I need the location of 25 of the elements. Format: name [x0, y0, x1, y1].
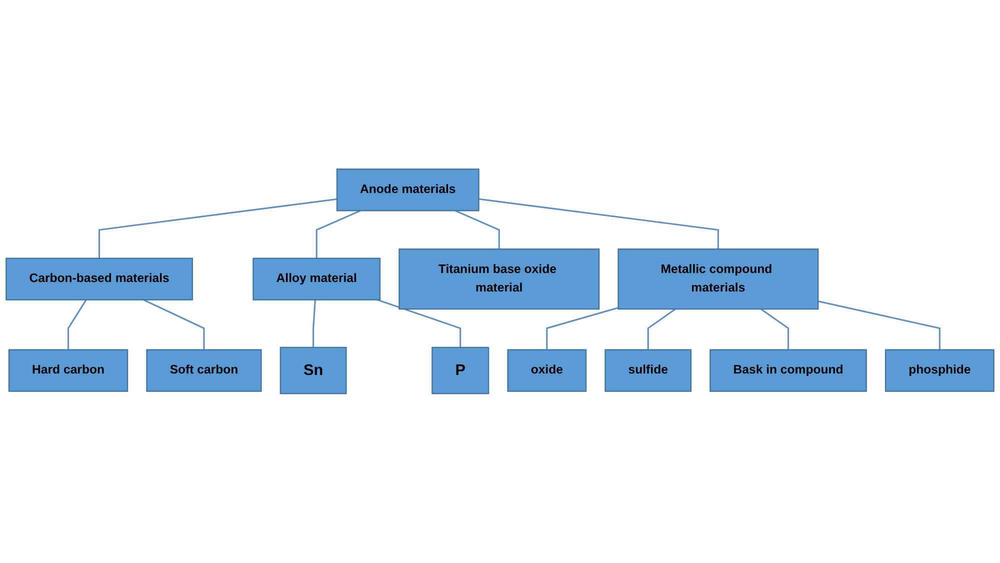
- node-box: oxide: [507, 349, 587, 392]
- connector: [98, 198, 338, 258]
- node-box: phosphide: [884, 349, 994, 392]
- node-box: Soft carbon: [146, 349, 262, 392]
- node-box: Alloy material: [252, 258, 381, 301]
- node-box: Hard carbon: [8, 349, 128, 392]
- connector: [316, 210, 361, 258]
- connector: [377, 299, 462, 348]
- connector: [647, 308, 676, 350]
- connector: [68, 300, 87, 350]
- node-box: Titanium base oxide material: [398, 248, 600, 310]
- connector: [143, 299, 205, 350]
- connector: [312, 300, 316, 348]
- node-box: Bask in compound: [710, 349, 867, 392]
- connector: [818, 300, 940, 350]
- connector: [478, 198, 719, 250]
- node-box: Metallic compound materials: [618, 248, 819, 310]
- node-box: Sn: [280, 347, 347, 394]
- connector: [760, 308, 790, 350]
- node-box: sulfide: [604, 349, 692, 392]
- node-box: P: [432, 347, 490, 394]
- node-box: Carbon-based materials: [6, 258, 193, 301]
- connector: [546, 307, 618, 350]
- connector: [454, 210, 500, 250]
- node-box: Anode materials: [336, 168, 480, 212]
